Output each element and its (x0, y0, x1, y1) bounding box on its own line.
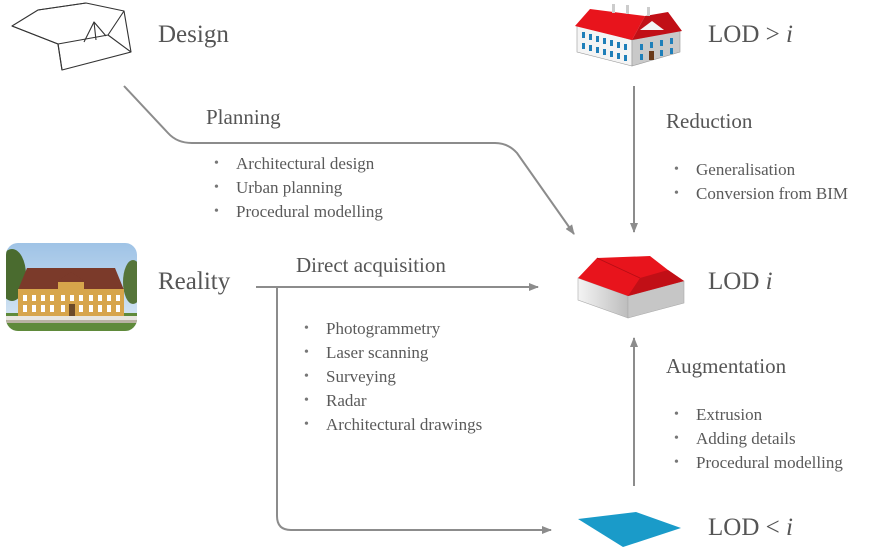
list-item: Laser scanning (304, 341, 482, 365)
planning-list: Architectural design Urban planning Proc… (214, 152, 383, 224)
lod-greater-prefix: LOD > (708, 21, 786, 48)
list-item: Radar (304, 389, 482, 413)
list-item: Urban planning (214, 176, 383, 200)
lod-less-prefix: LOD < (708, 514, 786, 541)
planning-label: Planning (206, 105, 281, 129)
list-item: Architectural design (214, 152, 383, 176)
lod-i-prefix: LOD (708, 268, 766, 295)
reduction-list: Generalisation Conversion from BIM (674, 158, 848, 206)
reality-label: Reality (158, 268, 231, 295)
lod-less-var: i (785, 514, 793, 541)
list-item: Conversion from BIM (674, 182, 848, 206)
blue-footprint-icon (578, 512, 681, 547)
planning-arrow (123, 85, 575, 235)
lod-greater-label: LOD > i (708, 21, 793, 49)
lod-i-var: i (765, 268, 773, 295)
list-item: Adding details (674, 427, 843, 451)
list-item: Architectural drawings (304, 413, 482, 437)
list-item: Surveying (304, 365, 482, 389)
reduction-label: Reduction (666, 109, 753, 133)
list-item: Photogrammetry (304, 317, 482, 341)
direct-acquisition-list: Photogrammetry Laser scanning Surveying … (304, 317, 482, 437)
list-item: Extrusion (674, 403, 843, 427)
detailed-building-icon (575, 4, 682, 67)
augmentation-label: Augmentation (666, 354, 787, 378)
design-label: Design (158, 21, 229, 48)
wireframe-house-icon (11, 2, 132, 71)
building-photo (6, 243, 137, 331)
list-item: Generalisation (674, 158, 848, 182)
augmentation-list: Extrusion Adding details Procedural mode… (674, 403, 843, 475)
list-item: Procedural modelling (674, 451, 843, 475)
acquisition-branch-arrow (276, 287, 552, 534)
lod-i-label: LOD i (708, 268, 773, 296)
red-roof-block-icon (577, 256, 685, 319)
list-item: Procedural modelling (214, 200, 383, 224)
lod-greater-var: i (785, 21, 793, 48)
direct-acquisition-label: Direct acquisition (296, 253, 446, 277)
lod-less-label: LOD < i (708, 514, 793, 542)
